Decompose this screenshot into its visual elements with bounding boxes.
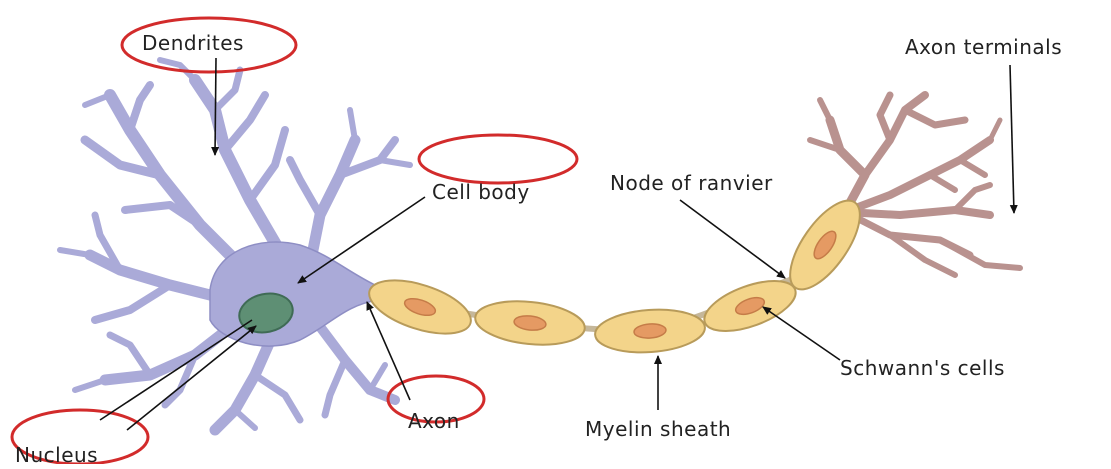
node-of-ranvier-arrow [680,200,785,278]
myelin-segment-3 [594,306,707,356]
nucleus-arrow-2 [100,320,252,420]
myelin-segment-2 [473,296,587,349]
axon-terminals-arrow [1010,65,1014,213]
myelin-sheath-label: Myelin sheath [585,419,731,439]
dendrites-arrow [215,58,216,155]
schwanns-cells-arrow [763,307,840,360]
cell-body-label: Cell body [432,182,530,202]
schwanns-cells-label: Schwann's cells [840,358,1005,378]
nucleus-label: Nucleus [15,445,98,465]
dendrites-label: Dendrites [142,33,244,53]
axon-label: Axon [408,411,460,431]
cell-body-highlight [419,135,577,183]
myelin-segment-5 [777,190,873,300]
node-of-ranvier-label: Node of ranvier [610,173,773,193]
highlight-ellipses [12,18,577,464]
axon-terminals-label: Axon terminals [905,37,1062,57]
dendrite-branches [60,60,410,430]
